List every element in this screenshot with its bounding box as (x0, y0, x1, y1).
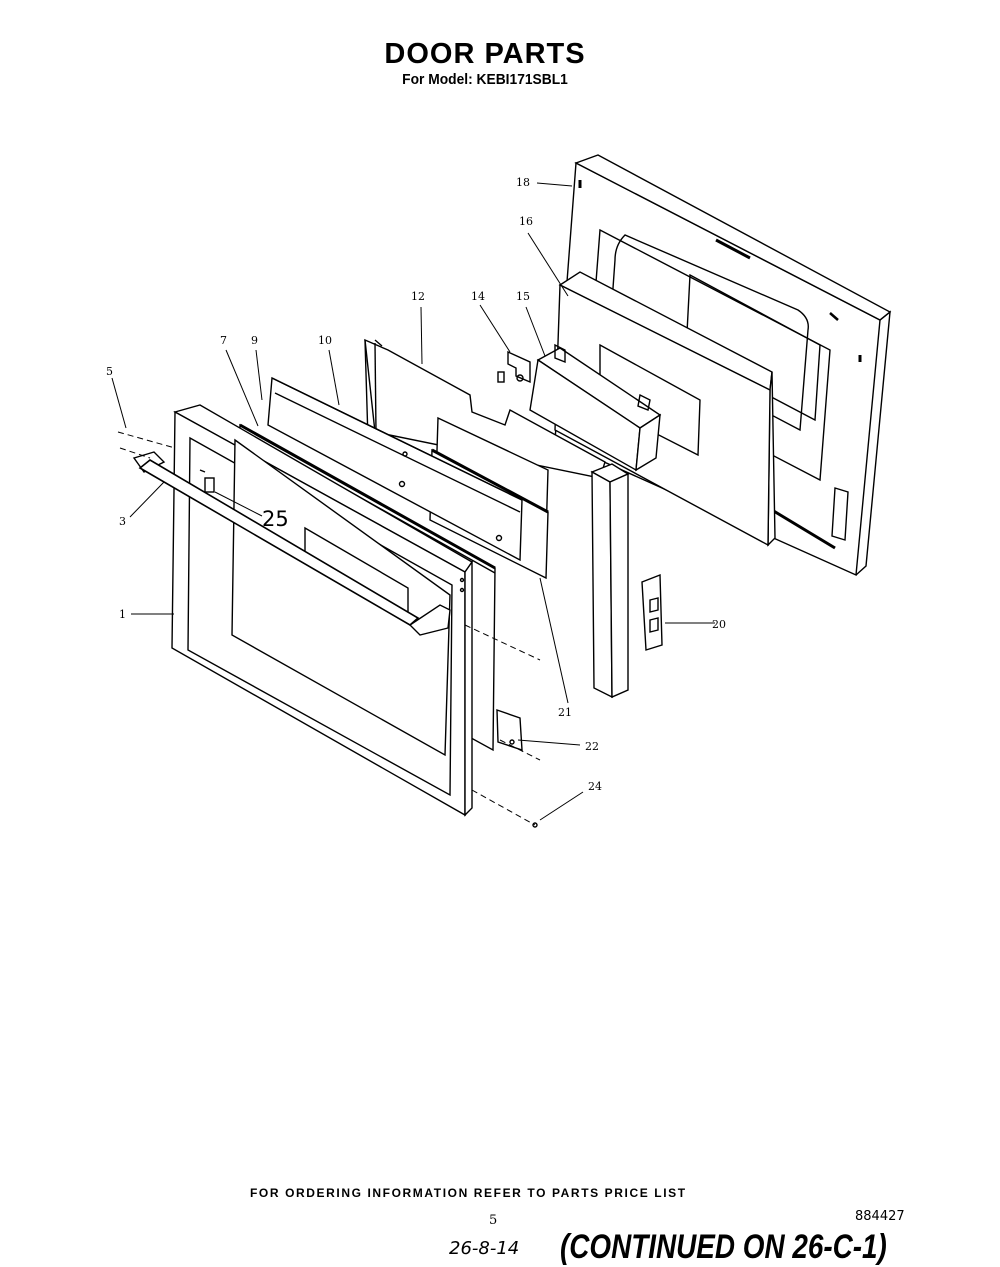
assembly-lines (117, 431, 541, 826)
page-number: 5 (489, 1213, 498, 1228)
callout-3: 3 (119, 515, 126, 528)
model-subtitle: For Model: KEBI171SBL1 (402, 71, 568, 88)
callout-7: 7 (220, 334, 227, 347)
page-title: DOOR PARTS (384, 38, 586, 70)
callout-21: 21 (558, 706, 572, 719)
callout-16: 16 (519, 215, 533, 228)
callout-9: 9 (251, 334, 258, 347)
part-24-screw (532, 822, 538, 828)
callout-20: 20 (712, 618, 726, 631)
callout-10: 10 (318, 334, 332, 347)
part-20-hinge (641, 573, 663, 651)
drawing-number: 884427 (855, 1209, 905, 1224)
callout-22: 22 (585, 740, 599, 753)
callout-5: 5 (106, 365, 113, 378)
callout-14: 14 (471, 290, 485, 303)
handwritten-date: 26-8-14 (449, 1238, 520, 1259)
callout-18: 18 (516, 176, 530, 189)
part-22-bracket (496, 709, 523, 751)
callout-1: 1 (119, 608, 126, 621)
handwritten-continued-note: (CONTINUED ON 26-C-1) (560, 1228, 887, 1266)
part-21-side-trim (590, 463, 630, 699)
part-3-handle (132, 451, 451, 636)
callout-12: 12 (411, 290, 425, 303)
callout-25: 25 (262, 507, 289, 531)
leader-lines (111, 182, 715, 821)
part-15-wrapper (529, 343, 662, 472)
callout-24: 24 (588, 780, 602, 793)
part-14-bracket (497, 350, 531, 384)
callout-15: 15 (516, 290, 530, 303)
part-9-inner-panel (267, 376, 523, 562)
ordering-note: FOR ORDERING INFORMATION REFER TO PARTS … (250, 1186, 687, 1200)
part-16-inner-box (554, 271, 776, 547)
